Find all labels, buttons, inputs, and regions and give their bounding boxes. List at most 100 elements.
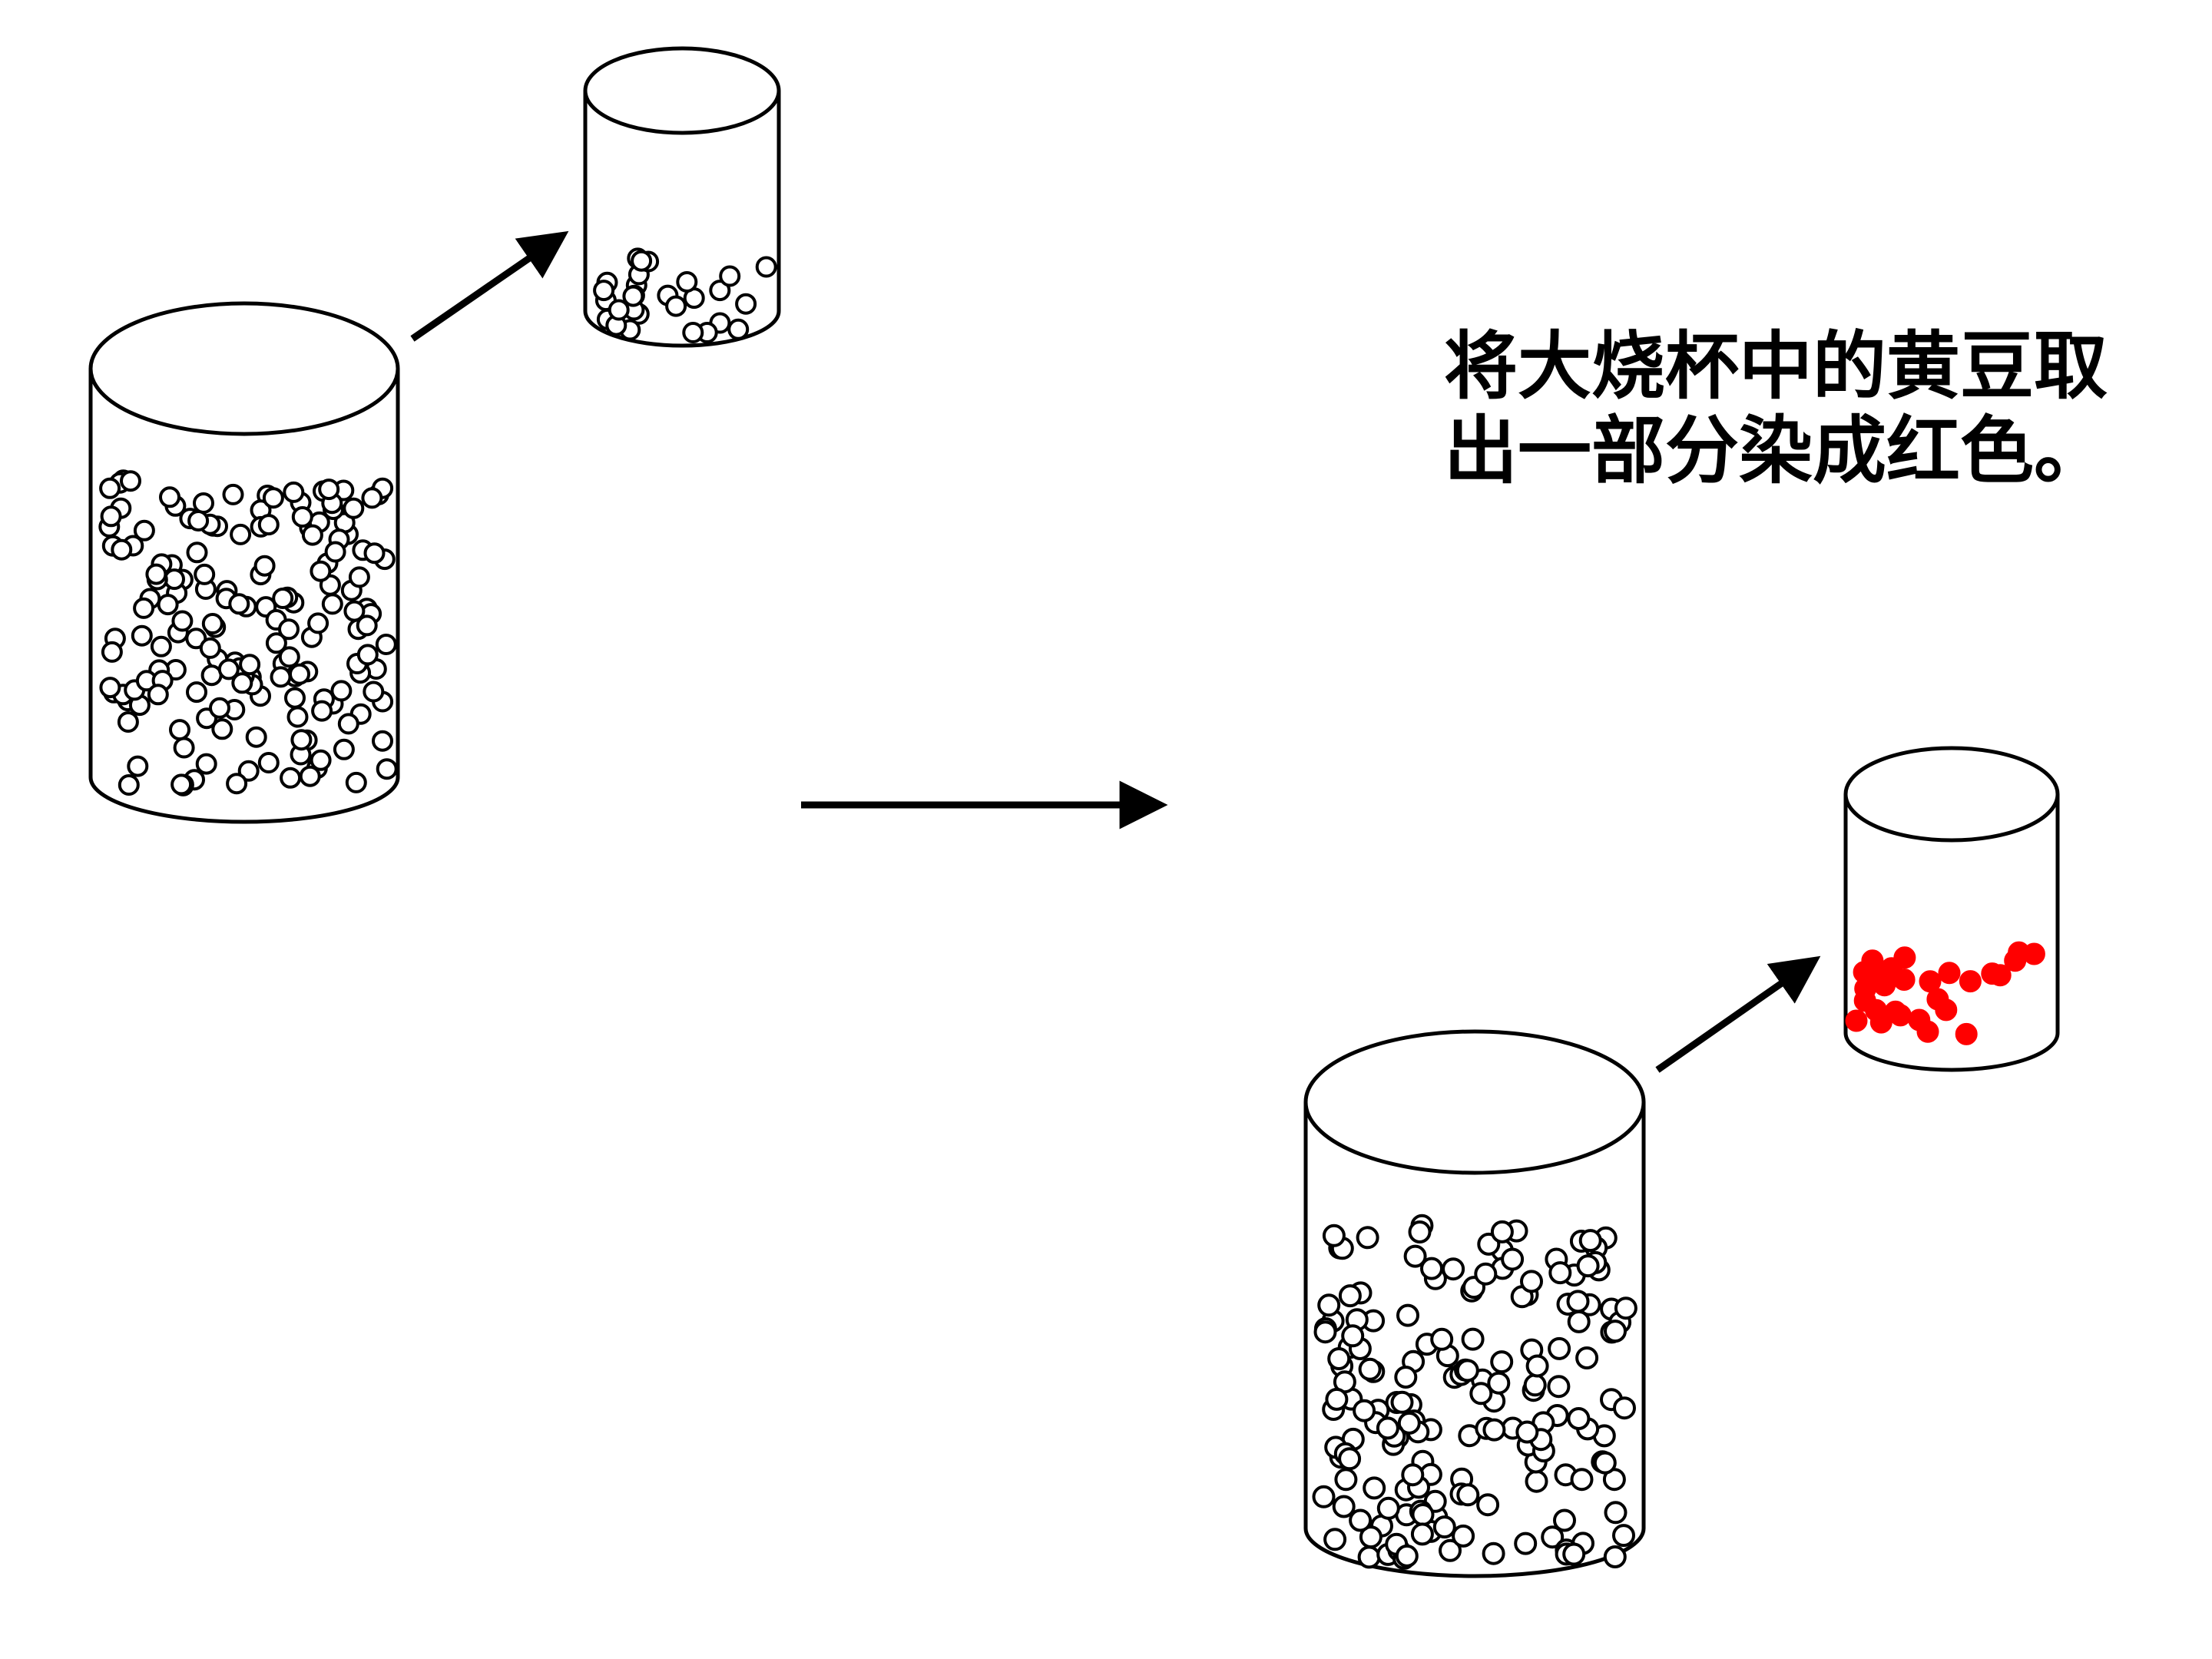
small-beaker-after-rim <box>1843 746 2060 843</box>
bean <box>1566 1290 1590 1313</box>
small-beaker-before-body <box>583 91 781 348</box>
red-bean <box>1869 1011 1892 1034</box>
bean <box>1401 1463 1425 1487</box>
bean <box>1525 1354 1549 1378</box>
bean <box>709 280 731 302</box>
bean <box>1397 1411 1421 1435</box>
bean <box>187 510 210 531</box>
red-bean <box>1938 962 1961 985</box>
bean <box>1461 1327 1485 1351</box>
bean <box>150 635 172 657</box>
bean <box>310 749 332 771</box>
bean <box>356 644 379 666</box>
large-beaker-before <box>88 301 400 824</box>
large-beaker-after <box>1303 1029 1646 1578</box>
bean <box>1578 1229 1602 1253</box>
bean <box>1317 1293 1341 1317</box>
bean <box>1390 1390 1414 1414</box>
bean <box>131 624 153 647</box>
bean <box>1349 1508 1373 1532</box>
bean <box>133 597 155 619</box>
bean-pile-large-after <box>1312 1214 1637 1570</box>
bean <box>622 285 644 307</box>
bean <box>1376 1496 1400 1520</box>
bean <box>262 487 284 509</box>
bean <box>1403 1244 1427 1268</box>
bean <box>1357 1545 1381 1569</box>
bean <box>361 487 383 509</box>
red-bean <box>1908 1008 1931 1031</box>
bean <box>333 738 355 760</box>
red-bean <box>2022 942 2045 965</box>
bean <box>127 755 149 777</box>
bean <box>209 697 230 719</box>
bean <box>631 250 653 272</box>
bean <box>330 680 353 702</box>
bean <box>100 505 122 528</box>
bean <box>755 256 777 278</box>
bean <box>363 680 385 703</box>
bean <box>1456 1483 1480 1507</box>
bean <box>1312 1485 1336 1508</box>
bean <box>117 711 139 733</box>
bean <box>1562 1542 1586 1566</box>
bean <box>245 726 267 748</box>
bean <box>1439 1538 1462 1562</box>
bean <box>1469 1382 1493 1406</box>
large-beaker-before-rim <box>88 301 400 436</box>
bean-pile-small-before <box>593 247 777 343</box>
bean <box>173 737 195 759</box>
bean <box>735 293 757 315</box>
red-bean <box>1955 1022 1978 1045</box>
caption-line-1: 将大烧杯中的黄豆取 <box>1444 323 2108 409</box>
bean <box>99 477 121 499</box>
small-beaker-before <box>583 46 781 348</box>
bean <box>1455 1359 1479 1382</box>
bean <box>375 634 397 655</box>
bean <box>290 729 313 751</box>
bean <box>211 718 233 740</box>
bean <box>1525 1469 1548 1493</box>
bean <box>1334 1468 1358 1492</box>
bean <box>676 271 698 293</box>
bean <box>1567 1407 1591 1430</box>
bean <box>1604 1320 1627 1343</box>
bean <box>1487 1371 1511 1395</box>
bean <box>1432 1515 1456 1539</box>
bean <box>120 470 141 492</box>
bean <box>1490 1220 1514 1243</box>
bean <box>1575 1346 1599 1369</box>
bean <box>169 719 190 741</box>
bean <box>230 523 252 545</box>
bean <box>343 497 365 519</box>
bean <box>1376 1416 1399 1440</box>
bean <box>194 563 216 585</box>
bean <box>1359 1525 1382 1549</box>
bean <box>593 280 615 302</box>
bean <box>1358 1357 1382 1381</box>
bean <box>1452 1524 1475 1548</box>
bean <box>1515 1420 1539 1444</box>
bean <box>1356 1226 1379 1250</box>
bean <box>1476 1493 1500 1517</box>
bean <box>1430 1327 1454 1351</box>
red-bean <box>1959 970 1982 993</box>
bean <box>133 519 155 541</box>
red-bean <box>1892 969 1916 991</box>
bean <box>217 658 240 680</box>
bean <box>1501 1247 1525 1271</box>
bean <box>159 486 180 508</box>
bean <box>1523 1373 1547 1397</box>
bean <box>101 641 123 663</box>
bean <box>289 663 310 685</box>
bean <box>356 614 378 637</box>
large-beaker-after-body <box>1303 1102 1646 1578</box>
bean <box>310 560 332 582</box>
bean <box>1410 1522 1434 1546</box>
bean <box>1613 1396 1636 1420</box>
bean <box>345 771 367 793</box>
bean <box>665 295 687 317</box>
bean <box>1570 1468 1594 1492</box>
bean <box>348 566 370 588</box>
